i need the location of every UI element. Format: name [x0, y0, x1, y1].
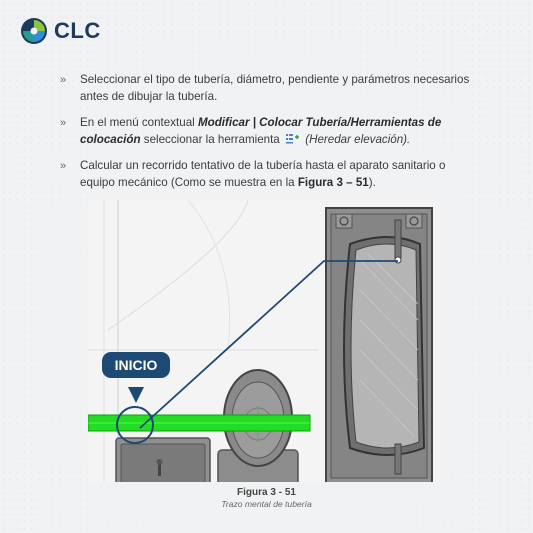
- list-item: » Calcular un recorrido tentativo de la …: [60, 158, 478, 191]
- bathtub-fixture: [325, 207, 433, 482]
- bullet-text: En el menú contextual: [80, 116, 198, 130]
- bullet-text: seleccionar la herramienta: [140, 132, 283, 146]
- inicio-callout: INICIO: [102, 352, 170, 403]
- figure-reference: Figura 3 – 51: [297, 175, 369, 189]
- tool-name: (Heredar elevación).: [305, 132, 411, 146]
- logo-text: CLC: [54, 18, 101, 43]
- sink-fixture: [115, 437, 211, 482]
- clc-logo-icon: [21, 18, 47, 44]
- figure-subtitle: Trazo mental de tubería: [221, 499, 312, 509]
- inherit-elevation-icon: [285, 133, 299, 144]
- instruction-list: » Seleccionar el tipo de tubería, diámet…: [60, 72, 478, 202]
- inicio-label: INICIO: [115, 357, 158, 373]
- start-point-marker: [116, 406, 154, 444]
- logo: CLC: [20, 17, 101, 45]
- bullet-marker: »: [60, 74, 67, 86]
- bullet-marker: »: [60, 117, 67, 130]
- tentative-route-line: [139, 260, 398, 429]
- list-item: » Seleccionar el tipo de tubería, diámet…: [60, 72, 478, 105]
- figure-title: Figura 3 - 51: [237, 487, 296, 498]
- bullet-text: ).: [368, 175, 376, 189]
- menu-path: Modificar | Colocar Tubería/Herramientas…: [80, 116, 442, 146]
- bullet-text: Seleccionar el tipo de tubería, diámetro…: [80, 73, 470, 103]
- list-item: » En el menú contextual Modificar | Colo…: [60, 115, 478, 148]
- bullet-text: Calcular un recorrido tentativo de la tu…: [80, 159, 446, 189]
- figure-drawing: INICIO: [88, 200, 440, 482]
- bullet-marker: »: [60, 160, 67, 173]
